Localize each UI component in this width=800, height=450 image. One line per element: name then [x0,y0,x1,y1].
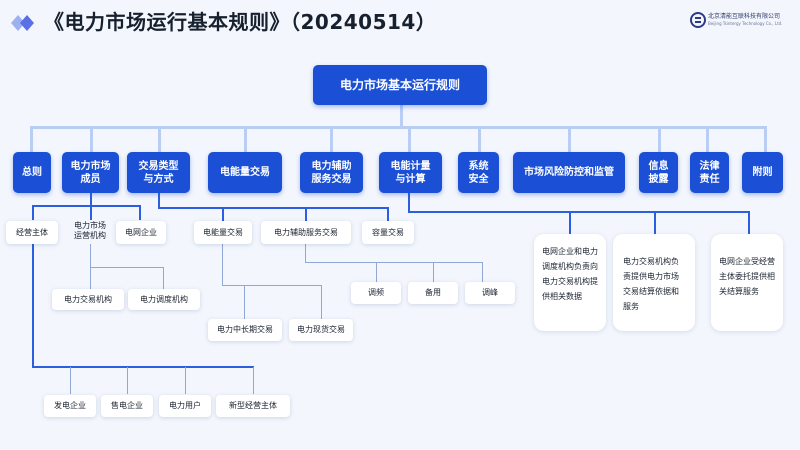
node-grid-company: 电网企业 [116,221,166,244]
chapter-general: 总则 [13,152,51,193]
chapter-legal-liability: 法律 责任 [690,152,729,193]
ancillary-item: 调峰 [465,282,515,304]
entity-item: 发电企业 [44,395,96,417]
diamond-logo-icon [11,15,34,31]
metering-card: 电网企业受经营主体委托提供相关结算服务 [711,234,783,331]
metering-card: 电力交易机构负责提供电力市场交易结算依据和服务 [613,234,695,331]
chapter-disclosure: 信息 披露 [639,152,678,193]
entity-item: 新型经营主体 [216,395,290,417]
chapter-members: 电力市场 成员 [62,152,119,193]
chapter-system-security: 系统 安全 [458,152,499,193]
node-mid-long-term: 电力中长期交易 [208,319,282,341]
node-trading-institution: 电力交易机构 [52,289,124,310]
node-capacity-trading: 容量交易 [362,221,414,244]
company-name: 北京清能互联科技有限公司 [708,13,781,20]
node-operator: 经营主体 [6,221,58,244]
node-energy-trading: 电能量交易 [194,221,252,244]
company-subtitle: Beijing Tsintergy Technology Co., Ltd. [708,21,783,26]
entity-item: 电力用户 [159,395,211,417]
chapter-supplementary: 附则 [742,152,783,193]
metering-card: 电网企业和电力调度机构负责向电力交易机构提供相关数据 [534,234,606,331]
ancillary-item: 备用 [408,282,458,304]
chapter-energy-trading: 电能量交易 [208,152,282,193]
node-market-institutions: 电力市场 运营机构 [74,221,106,240]
page-title: 《电力市场运行基本规则》（20240514） [44,10,437,34]
company-logo-icon [690,12,706,28]
node-spot-trading: 电力现货交易 [289,319,353,341]
root-node: 电力市场基本运行规则 [313,65,487,105]
entity-item: 售电企业 [101,395,153,417]
chapter-ancillary-services: 电力辅助 服务交易 [300,152,363,193]
chapter-risk-control: 市场风险防控和监管 [513,152,625,193]
chapter-trading-types: 交易类型 与方式 [127,152,190,193]
chapter-metering: 电能计量 与计算 [379,152,442,193]
ancillary-item: 调频 [351,282,401,304]
node-ancillary-trading: 电力辅助服务交易 [261,221,351,244]
node-dispatch-institution: 电力调度机构 [128,289,200,310]
